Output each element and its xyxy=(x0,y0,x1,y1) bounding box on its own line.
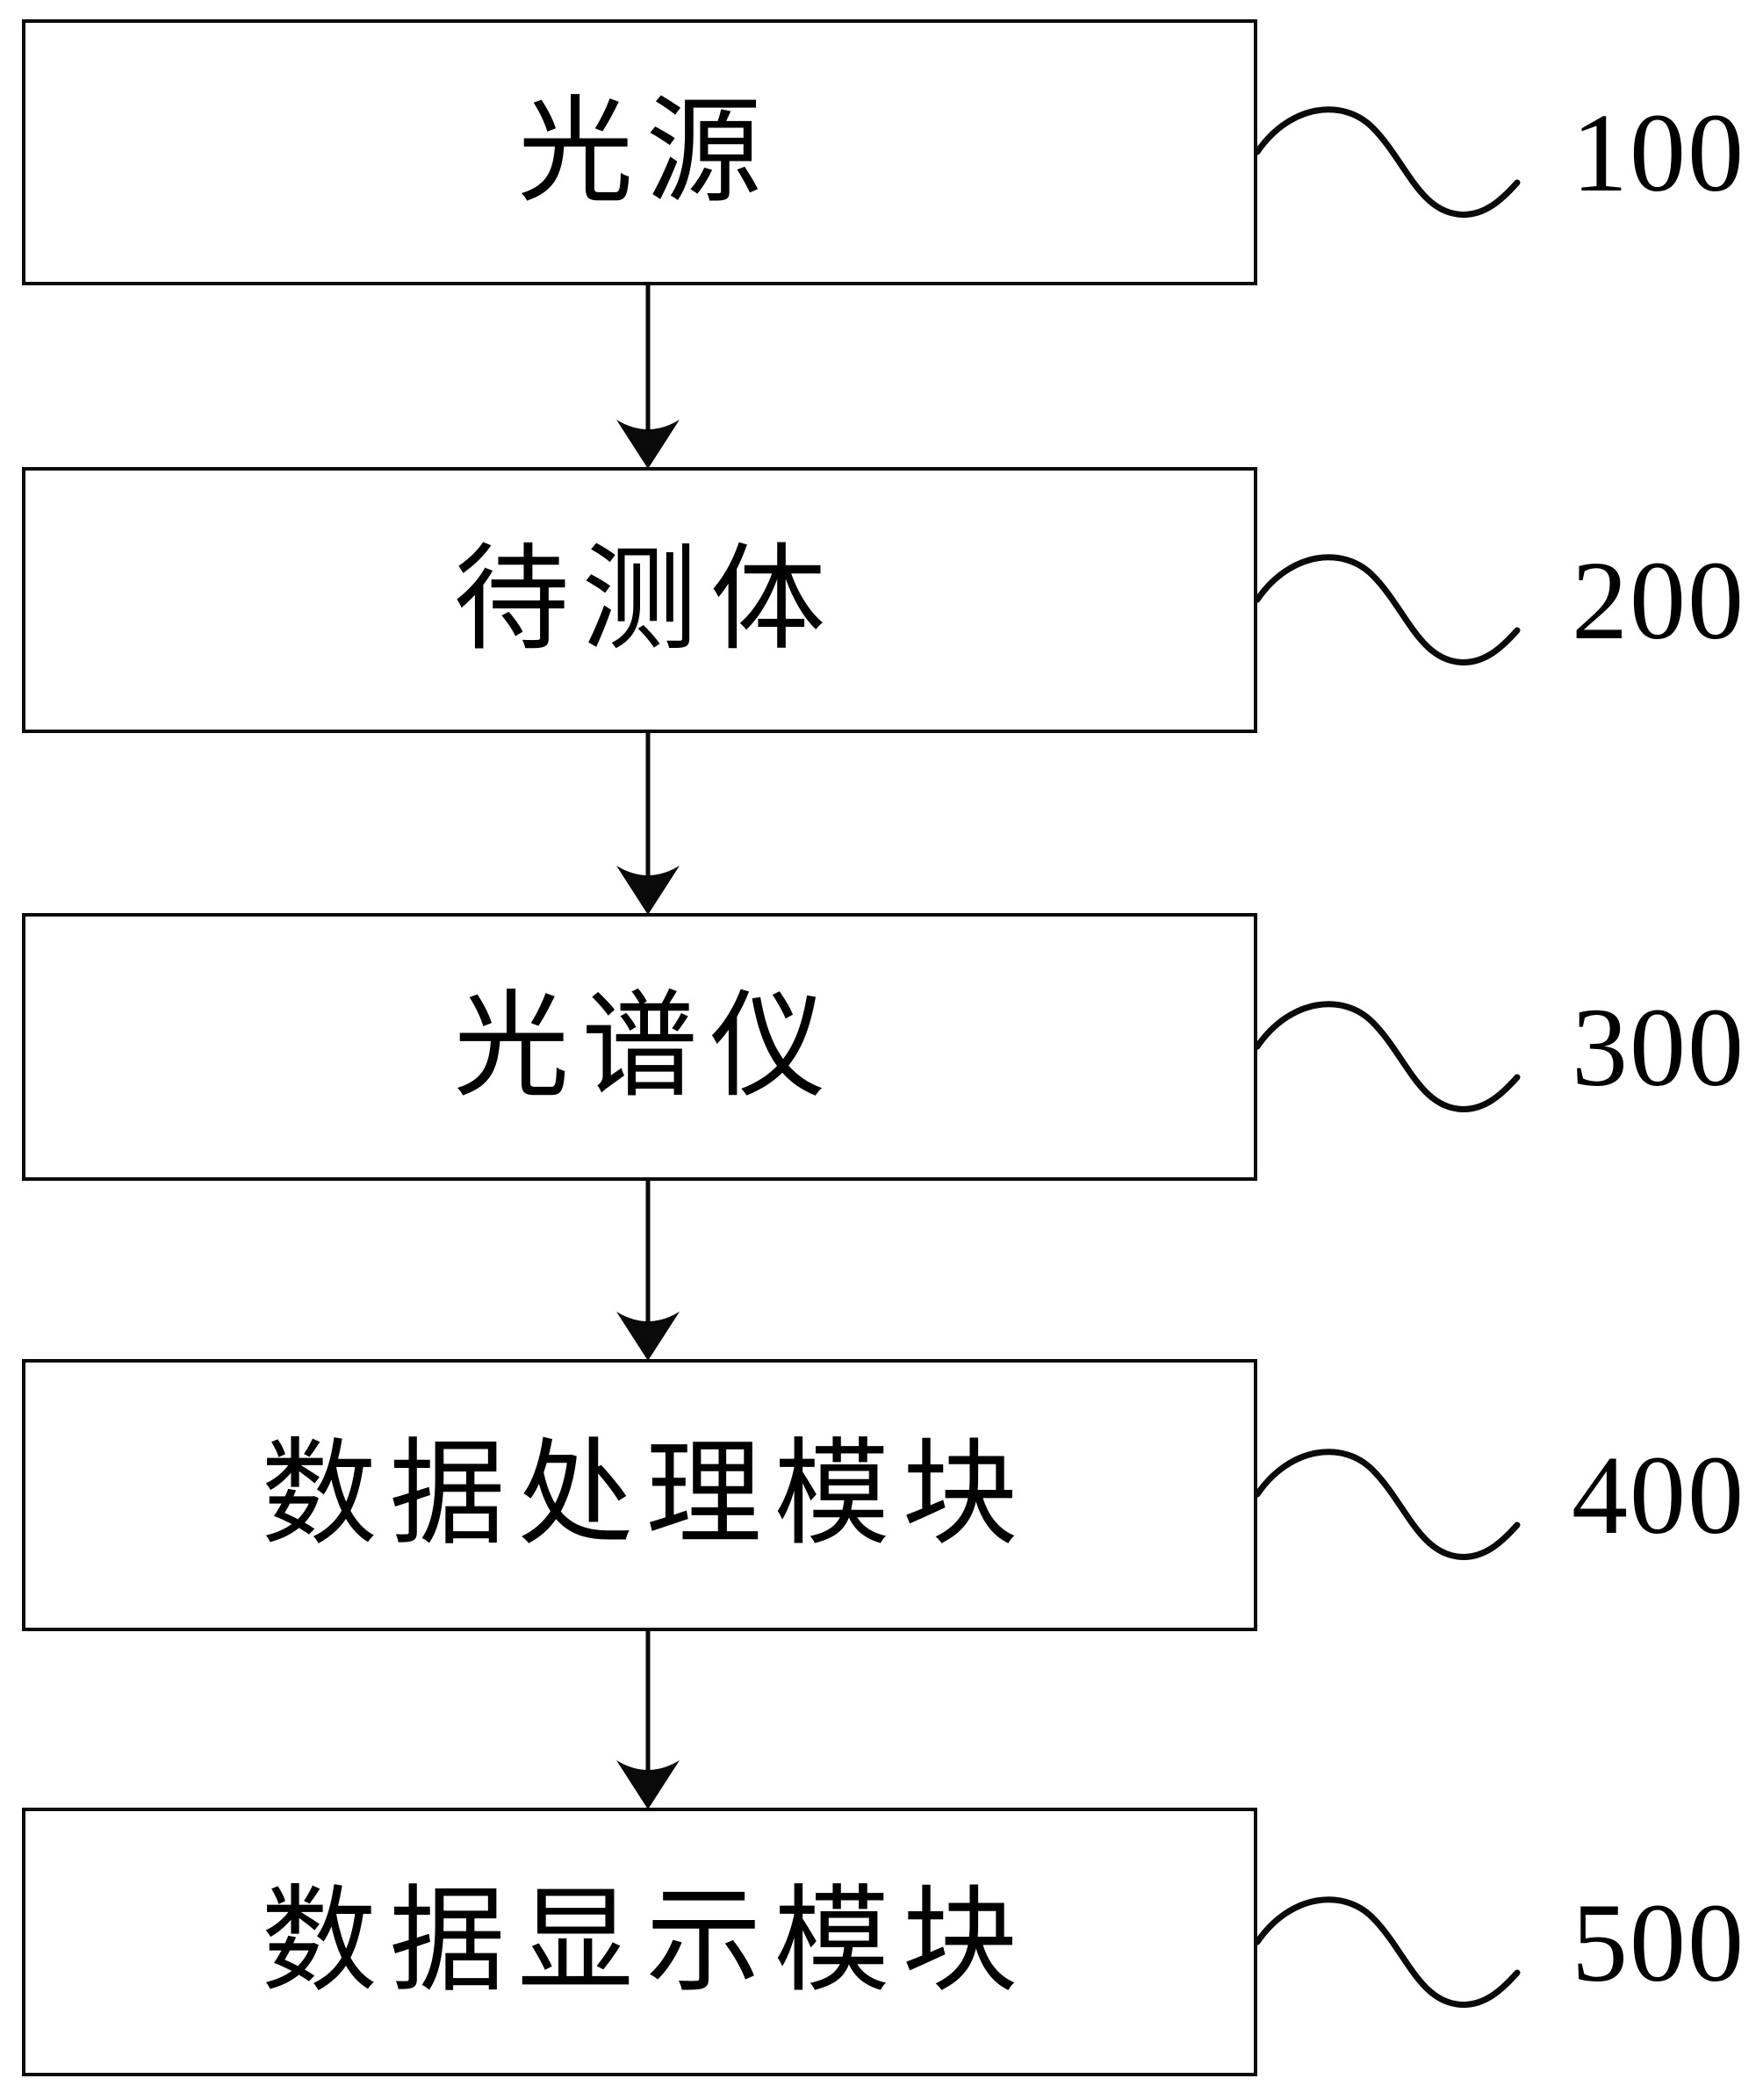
reference-number-500: 500 xyxy=(1572,1881,1745,2005)
flow-box-label: 数据处理模块 xyxy=(261,1430,1031,1559)
arrow-spectrometer-to-processing xyxy=(616,1181,680,1361)
leader-line-100 xyxy=(1254,106,1521,218)
arrow-light-source-to-object xyxy=(616,285,680,469)
flow-box-data-processing-module: 数据处理模块 xyxy=(22,1359,1257,1631)
leader-line-400 xyxy=(1254,1449,1521,1560)
reference-number-200: 200 xyxy=(1572,538,1745,663)
flow-box-data-display-module: 数据显示模块 xyxy=(22,1808,1257,2076)
leader-line-300 xyxy=(1254,1001,1521,1112)
flow-box-label: 待测体 xyxy=(453,535,838,665)
leader-line-200 xyxy=(1254,554,1521,665)
flow-box-label: 数据显示模块 xyxy=(261,1877,1031,2006)
leader-line-500 xyxy=(1254,1896,1521,2008)
flow-box-label: 光谱仪 xyxy=(453,982,838,1111)
arrow-object-to-spectrometer xyxy=(616,733,680,915)
reference-number-300: 300 xyxy=(1572,985,1745,1110)
reference-number-400: 400 xyxy=(1572,1433,1745,1557)
flow-box-spectrometer: 光谱仪 xyxy=(22,913,1257,1181)
flow-box-label: 光源 xyxy=(517,87,774,217)
reference-number-100: 100 xyxy=(1572,90,1745,215)
arrow-processing-to-display xyxy=(616,1631,680,1809)
flow-box-light-source: 光源 xyxy=(22,19,1257,285)
flow-box-object-under-test: 待测体 xyxy=(22,467,1257,733)
